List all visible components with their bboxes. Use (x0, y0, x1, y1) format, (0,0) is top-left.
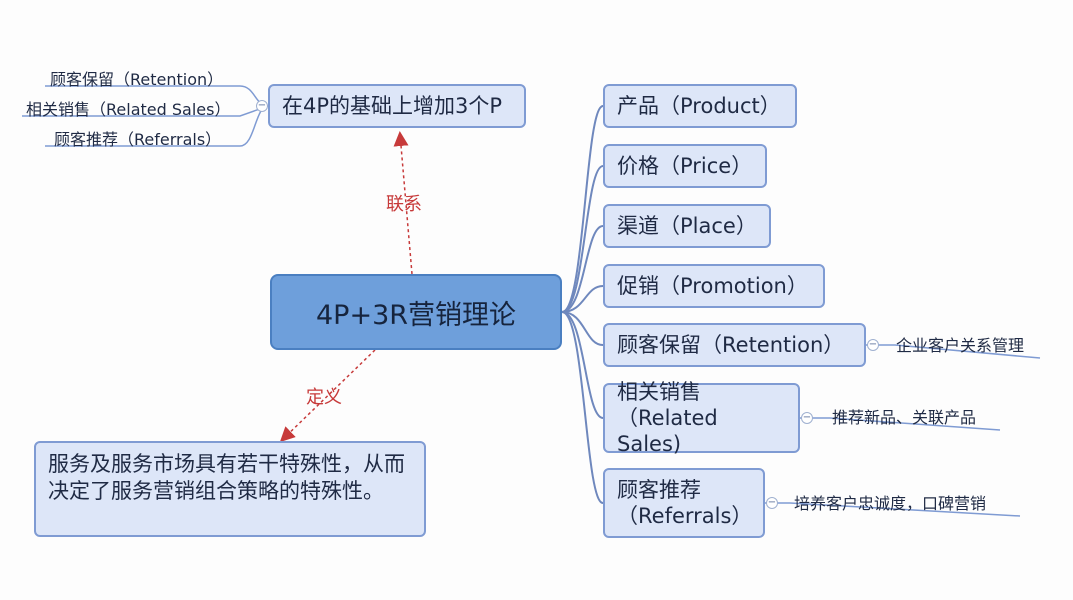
branch-promotion[interactable]: 促销（Promotion） (603, 264, 825, 308)
branch-wire-related-sales (561, 311, 604, 419)
top-topic-label: 在4P的基础上增加3个P (282, 94, 503, 118)
central-topic[interactable]: 4P+3R营销理论 (270, 274, 562, 350)
leaf-referrals[interactable]: 顾客推荐（Referrals） (54, 126, 221, 150)
leaf-retention[interactable]: 顾客保留（Retention） (50, 66, 223, 90)
relation-label-top: 联系 (386, 194, 422, 215)
branch-retention-label: 顾客保留（Retention） (617, 333, 845, 357)
branch-promotion-label: 促销（Promotion） (617, 274, 808, 298)
top-topic-collapse-icon[interactable]: − (256, 100, 268, 112)
note-referrals-label: 培养客户忠诚度，口碑营销 (794, 494, 987, 513)
branch-product[interactable]: 产品（Product） (603, 84, 797, 128)
branch-product-label: 产品（Product） (617, 94, 781, 118)
branch-place[interactable]: 渠道（Place） (603, 204, 771, 248)
definition-box[interactable]: 服务及服务市场具有若干特殊性，从而决定了服务营销组合策略的特殊性。 (34, 441, 426, 537)
branch-place-label: 渠道（Place） (617, 214, 757, 238)
branch-referrals-line2: （Referrals） (617, 504, 753, 528)
note-related-sales[interactable]: 推荐新品、关联产品 (832, 404, 976, 428)
branch-retention[interactable]: 顾客保留（Retention） (603, 323, 866, 367)
branch-related-sales-line2: （Related Sales) (617, 406, 718, 456)
retention-collapse-icon[interactable]: − (867, 339, 879, 351)
relation-label-definition: 定义 (306, 387, 342, 408)
related-sales-collapse-icon[interactable]: − (801, 412, 813, 424)
branch-wire-product (561, 105, 604, 313)
note-related-sales-label: 推荐新品、关联产品 (832, 408, 977, 427)
leaf-retention-label: 顾客保留（Retention） (50, 70, 224, 89)
branch-wire-place (561, 225, 604, 313)
branch-wire-referrals (561, 311, 604, 504)
branch-related-sales[interactable]: 相关销售 （Related Sales) (603, 380, 800, 456)
leaf-related-sales-label: 相关销售（Related Sales） (26, 100, 231, 119)
branch-referrals-line1: 顾客推荐 (617, 478, 701, 502)
branch-wire-promotion (561, 285, 604, 313)
top-topic-node[interactable]: 在4P的基础上增加3个P (268, 84, 526, 128)
branch-wire-retention (561, 311, 604, 346)
referrals-collapse-icon[interactable]: − (766, 497, 778, 509)
branch-referrals[interactable]: 顾客推荐 （Referrals） (603, 468, 765, 538)
note-retention-label: 企业客户关系管理 (896, 336, 1025, 355)
branch-related-sales-line1: 相关销售 (617, 380, 701, 404)
branch-price[interactable]: 价格（Price） (603, 144, 767, 188)
note-referrals[interactable]: 培养客户忠诚度，口碑营销 (794, 490, 986, 514)
central-topic-label: 4P+3R营销理论 (315, 299, 517, 331)
branch-price-label: 价格（Price） (617, 154, 753, 178)
leaf-related-sales[interactable]: 相关销售（Related Sales） (26, 96, 230, 120)
branch-wire-price (561, 165, 604, 313)
definition-text: 服务及服务市场具有若干特殊性，从而决定了服务营销组合策略的特殊性。 (48, 452, 405, 503)
leaf-referrals-label: 顾客推荐（Referrals） (54, 130, 222, 149)
note-retention[interactable]: 企业客户关系管理 (896, 332, 1024, 356)
